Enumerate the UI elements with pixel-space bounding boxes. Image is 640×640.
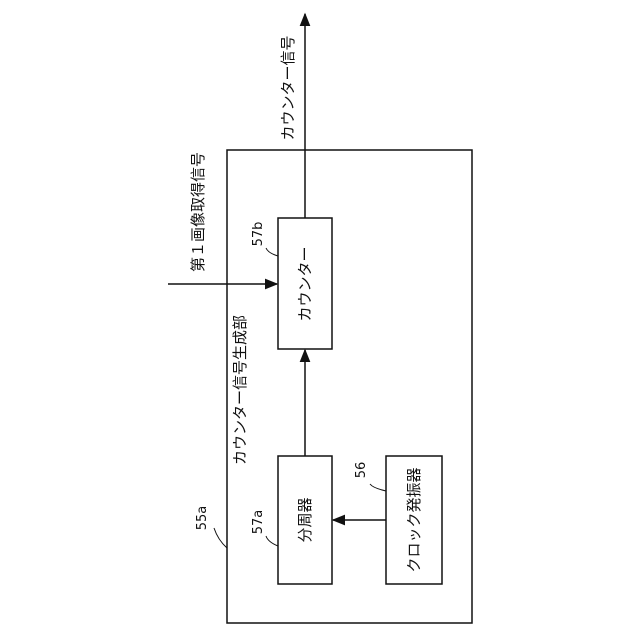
frequency-divider-label: 分周器 <box>296 497 314 542</box>
counter-ref: 57b <box>251 222 266 247</box>
clock-oscillator-leader-line <box>370 484 386 491</box>
output-signal-label: カウンター信号 <box>279 35 297 140</box>
counter-leader-line <box>266 248 278 256</box>
counter-signal-generator-label: カウンター信号生成部 <box>231 315 249 465</box>
counter-label: カウンター <box>296 246 314 321</box>
counter-signal-generator-leader-line <box>214 528 227 548</box>
frequency-divider-ref: 57a <box>251 510 266 535</box>
clock-oscillator-label: クロック発振器 <box>405 467 423 572</box>
clock-oscillator-ref: 56 <box>354 462 369 479</box>
input-signal-label: 第１画像取得信号 <box>189 152 207 272</box>
frequency-divider-leader-line <box>266 536 278 546</box>
counter-signal-generator-ref: 55a <box>195 506 210 531</box>
